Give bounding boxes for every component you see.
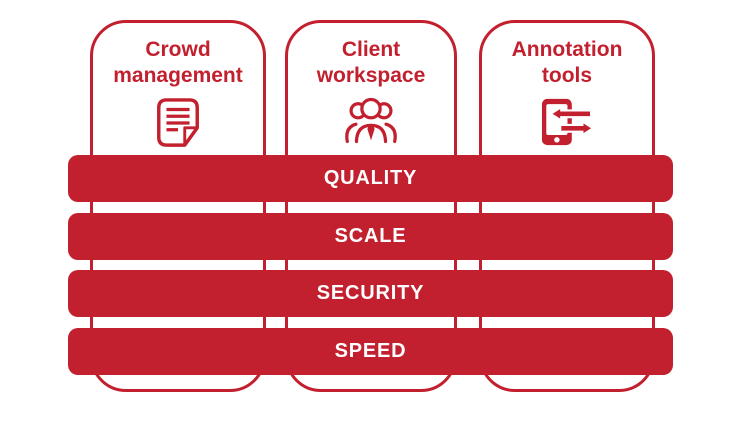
bar-scale-label: SCALE [334, 225, 407, 247]
bar-quality: QUALITY [68, 155, 673, 202]
card-title-crowd-management: Crowd management [113, 38, 243, 87]
document-icon [153, 96, 203, 150]
bar-scale: SCALE [68, 213, 673, 260]
team-icon [343, 96, 399, 146]
bar-quality-label: QUALITY [323, 167, 418, 189]
bar-security: SECURITY [68, 270, 673, 317]
phone-sync-icon [539, 96, 595, 148]
bar-speed-label: SPEED [334, 340, 407, 362]
bar-speed: SPEED [68, 328, 673, 375]
card-title-annotation-tools: Annotation tools [511, 38, 623, 87]
bar-security-label: SECURITY [316, 282, 425, 304]
card-title-client-workspace: Client workspace [316, 38, 426, 87]
